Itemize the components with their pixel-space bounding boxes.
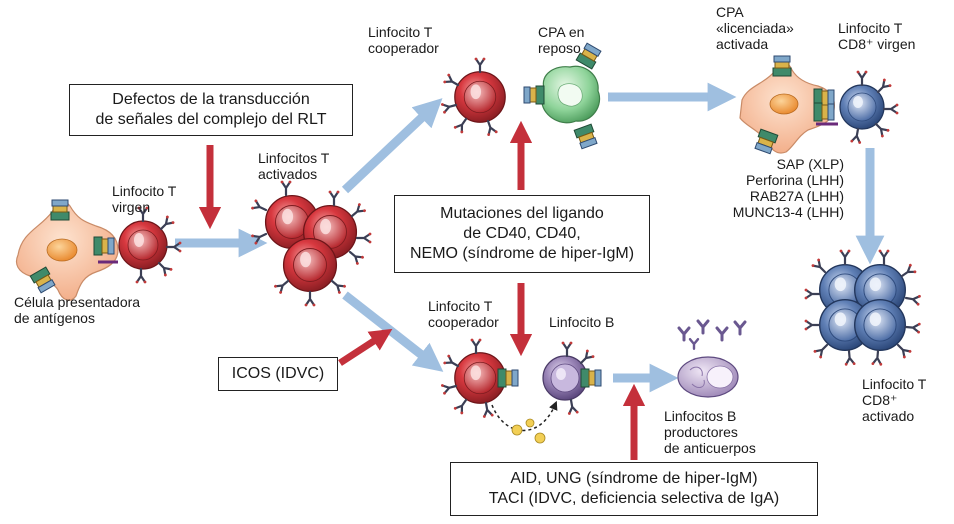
b-cell	[542, 340, 602, 417]
activated-cd8-t-cells	[803, 248, 923, 367]
helper-t-cell-bottom	[439, 337, 519, 420]
cytokine-loop	[491, 400, 558, 444]
naive-t-cell	[118, 205, 183, 285]
b-cell-label: Linfocito B	[549, 314, 615, 330]
icos-box: ICOS (IDVC)	[218, 357, 338, 391]
naive-cd8-t-cell	[839, 69, 900, 146]
red-arrows	[198, 120, 646, 460]
antigen-presenting-cell	[15, 199, 119, 301]
helper-t-cell-top	[439, 56, 506, 138]
licensed-apc	[739, 55, 838, 155]
cytotoxic-gene-list: SAP (XLP) Perforina (LHH) RAB27A (LHH) M…	[732, 156, 844, 220]
aid-taci-box: AID, UNG (síndrome de hiper-IgM)TACI (ID…	[450, 462, 818, 516]
resting-apc	[523, 42, 603, 150]
licensed-apc-label: CPA«licenciada»activada	[716, 4, 794, 52]
activated-t-cells	[249, 179, 373, 308]
antibody-producing-b-cell	[677, 319, 747, 398]
